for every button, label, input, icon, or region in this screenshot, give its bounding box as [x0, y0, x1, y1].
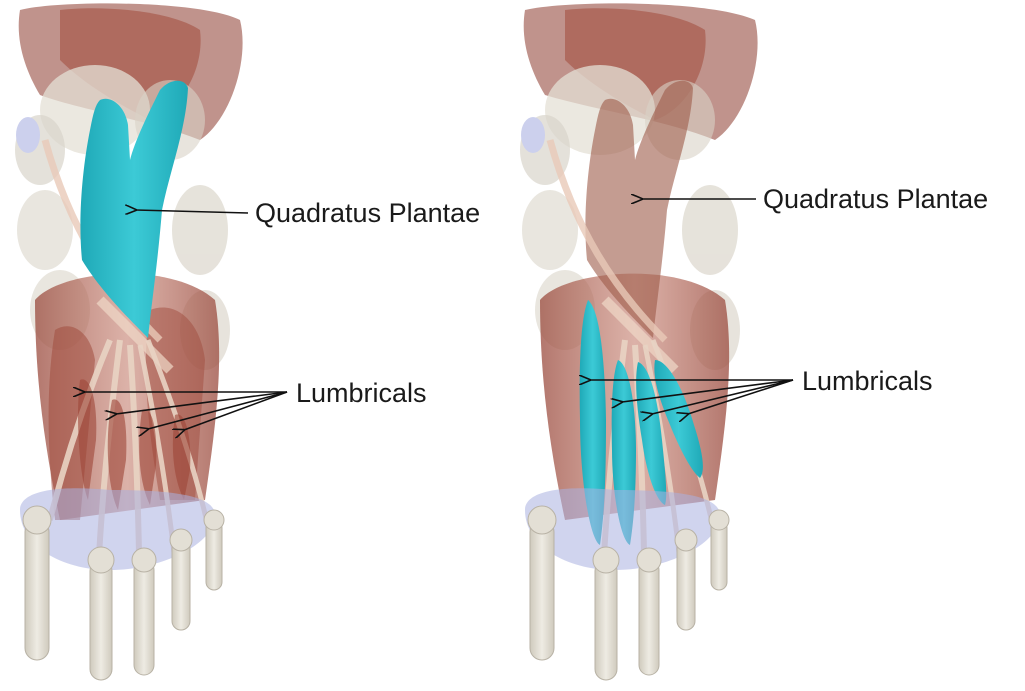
lumbricals-label-left: Lumbricals	[296, 380, 427, 407]
left-foot-panel	[15, 3, 287, 680]
quadratus-plantae-label-right: Quadratus Plantae	[763, 186, 988, 213]
right-foot-panel	[520, 3, 793, 680]
lumbricals-label-right: Lumbricals	[802, 368, 933, 395]
quadratus-plantae-label-left: Quadratus Plantae	[255, 200, 480, 227]
